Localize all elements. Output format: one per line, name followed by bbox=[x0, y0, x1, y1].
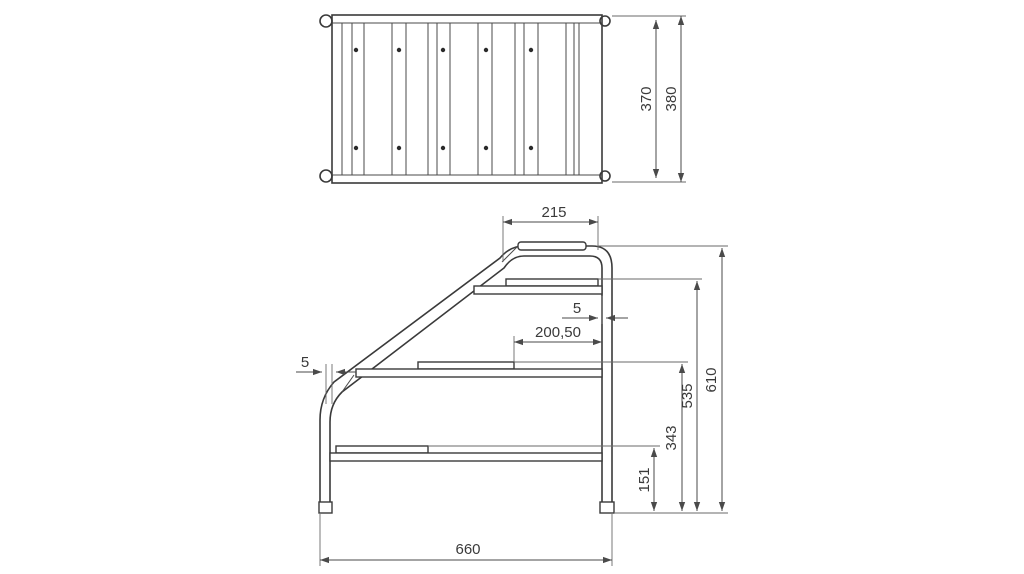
bottom-left-post-icon bbox=[319, 169, 333, 183]
top-view-frame bbox=[319, 14, 611, 184]
dim-handrail-width: 215 bbox=[541, 204, 566, 221]
top-right-post-icon bbox=[599, 15, 611, 27]
left-foot bbox=[318, 501, 333, 514]
side-view: 215 5 200,50 5 151 bbox=[296, 204, 728, 566]
side-view-dimensions: 215 5 200,50 5 151 bbox=[296, 204, 728, 566]
step-bottom bbox=[329, 445, 603, 462]
dim-step-setback: 5 bbox=[573, 300, 581, 317]
dim-width-total: 660 bbox=[455, 541, 480, 558]
top-left-post-icon bbox=[319, 14, 333, 28]
top-view-dimensions: 370 380 bbox=[612, 15, 686, 183]
dim-height-step2: 343 bbox=[663, 425, 680, 450]
right-foot bbox=[599, 501, 615, 514]
dim-height-total: 610 bbox=[703, 367, 720, 392]
dim-rail-offset: 5 bbox=[301, 354, 309, 371]
dim-top-depth-outer: 380 bbox=[663, 86, 680, 111]
step-top bbox=[473, 278, 603, 295]
top-handrail-cap bbox=[517, 241, 587, 251]
handrail bbox=[319, 245, 613, 502]
step-middle bbox=[355, 361, 603, 378]
dim-top-depth-inner: 370 bbox=[638, 86, 655, 111]
top-view: 370 380 bbox=[319, 14, 686, 184]
dim-height-step1: 151 bbox=[636, 467, 653, 492]
top-view-slats bbox=[341, 23, 580, 175]
dim-step-offset: 200,50 bbox=[535, 324, 581, 341]
dim-height-step3: 535 bbox=[679, 383, 696, 408]
bottom-right-post-icon bbox=[599, 170, 611, 182]
top-view-bolts bbox=[353, 47, 534, 151]
